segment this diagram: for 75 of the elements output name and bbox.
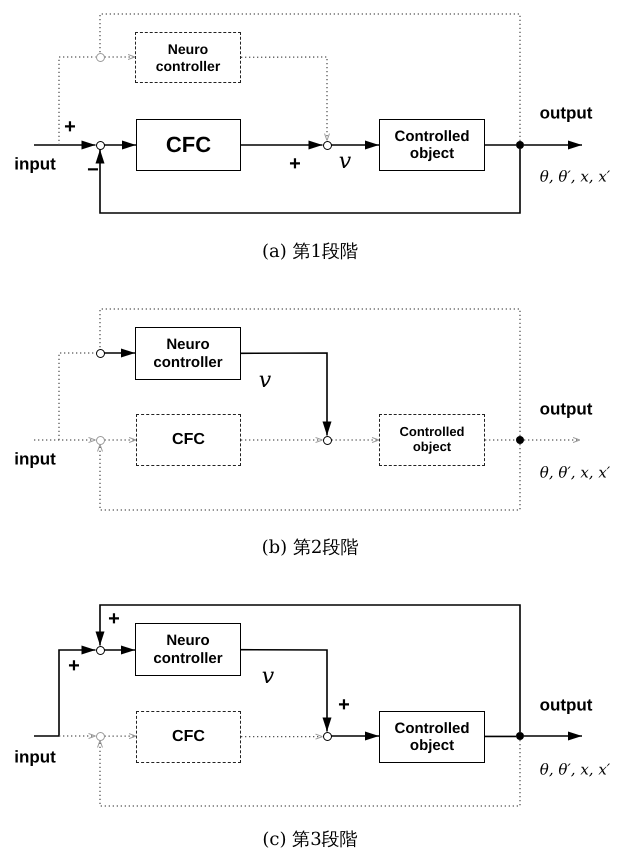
sign-label: +	[64, 117, 76, 137]
connector-line	[58, 352, 96, 440]
panel-caption: (b) 第2段階	[262, 539, 358, 557]
sign-label: −	[87, 160, 99, 180]
variable-label: θ, θ′, x, x′	[540, 170, 610, 184]
sign-label: +	[108, 609, 120, 629]
summing-junction	[96, 348, 104, 358]
arrow	[524, 140, 582, 150]
connector-line	[99, 13, 521, 141]
arrow	[104, 54, 136, 60]
block-box: Controlled object	[379, 119, 485, 171]
variable-label: v	[338, 151, 352, 173]
variable-label: v	[262, 666, 274, 688]
summing-junction	[96, 52, 104, 62]
signal-label: input	[14, 748, 56, 766]
block-box: Neuro controller	[135, 327, 241, 380]
arrow	[104, 437, 136, 443]
connector-line	[485, 144, 516, 146]
arrow	[97, 444, 521, 511]
arrow	[104, 733, 136, 740]
arrow	[34, 437, 96, 443]
block-box: Controlled object	[379, 711, 485, 763]
sign-label: +	[338, 695, 350, 715]
arrow	[104, 348, 135, 358]
arrow	[96, 149, 521, 214]
variable-label: v	[258, 370, 272, 392]
arrow	[241, 56, 330, 141]
arrow	[241, 648, 332, 732]
connector-line	[485, 736, 516, 738]
signal-label: input	[14, 156, 56, 172]
arrow	[241, 734, 323, 740]
panel-caption: (a) 第1段階	[262, 243, 358, 261]
junction-dot	[516, 732, 524, 740]
arrow	[104, 140, 136, 150]
connector-line	[485, 439, 516, 441]
arrow	[332, 140, 379, 150]
connector-line	[58, 56, 96, 145]
summing-junction	[322, 436, 332, 444]
arrow	[332, 437, 380, 443]
arrow	[241, 352, 332, 436]
arrow	[34, 646, 96, 737]
block-box: CFC	[136, 414, 241, 466]
summing-junction	[96, 732, 104, 740]
variable-label: θ, θ′, x, x′	[540, 762, 610, 778]
arrow	[332, 732, 379, 740]
connector-line	[99, 308, 521, 436]
arrow	[97, 740, 521, 807]
block-box: Controlled object	[379, 414, 485, 466]
summing-junction	[322, 140, 332, 150]
arrow	[524, 437, 580, 443]
block-box: CFC	[136, 711, 241, 763]
arrow	[34, 140, 96, 150]
arrow	[524, 732, 582, 740]
arrow	[104, 646, 135, 654]
signal-label: output	[540, 696, 592, 714]
arrow	[241, 437, 323, 443]
block-box: Neuro controller	[135, 32, 241, 83]
panel-caption: (c) 第3段階	[262, 831, 358, 849]
signal-label: input	[14, 450, 56, 468]
arrow	[241, 140, 322, 150]
summing-junction	[96, 436, 104, 444]
summing-junction	[96, 646, 104, 654]
variable-label: θ, θ′, x, x′	[540, 466, 610, 480]
summing-junction	[322, 732, 332, 740]
arrow	[59, 733, 96, 739]
junction-dot	[516, 141, 524, 149]
junction-dot	[516, 436, 524, 444]
block-box: CFC	[136, 119, 241, 171]
signal-label: output	[540, 104, 592, 122]
sign-label: +	[289, 154, 301, 174]
arrow	[96, 604, 521, 732]
summing-junction	[96, 140, 104, 150]
signal-label: output	[540, 400, 592, 418]
block-box: Neuro controller	[135, 623, 241, 676]
sign-label: +	[68, 656, 80, 676]
